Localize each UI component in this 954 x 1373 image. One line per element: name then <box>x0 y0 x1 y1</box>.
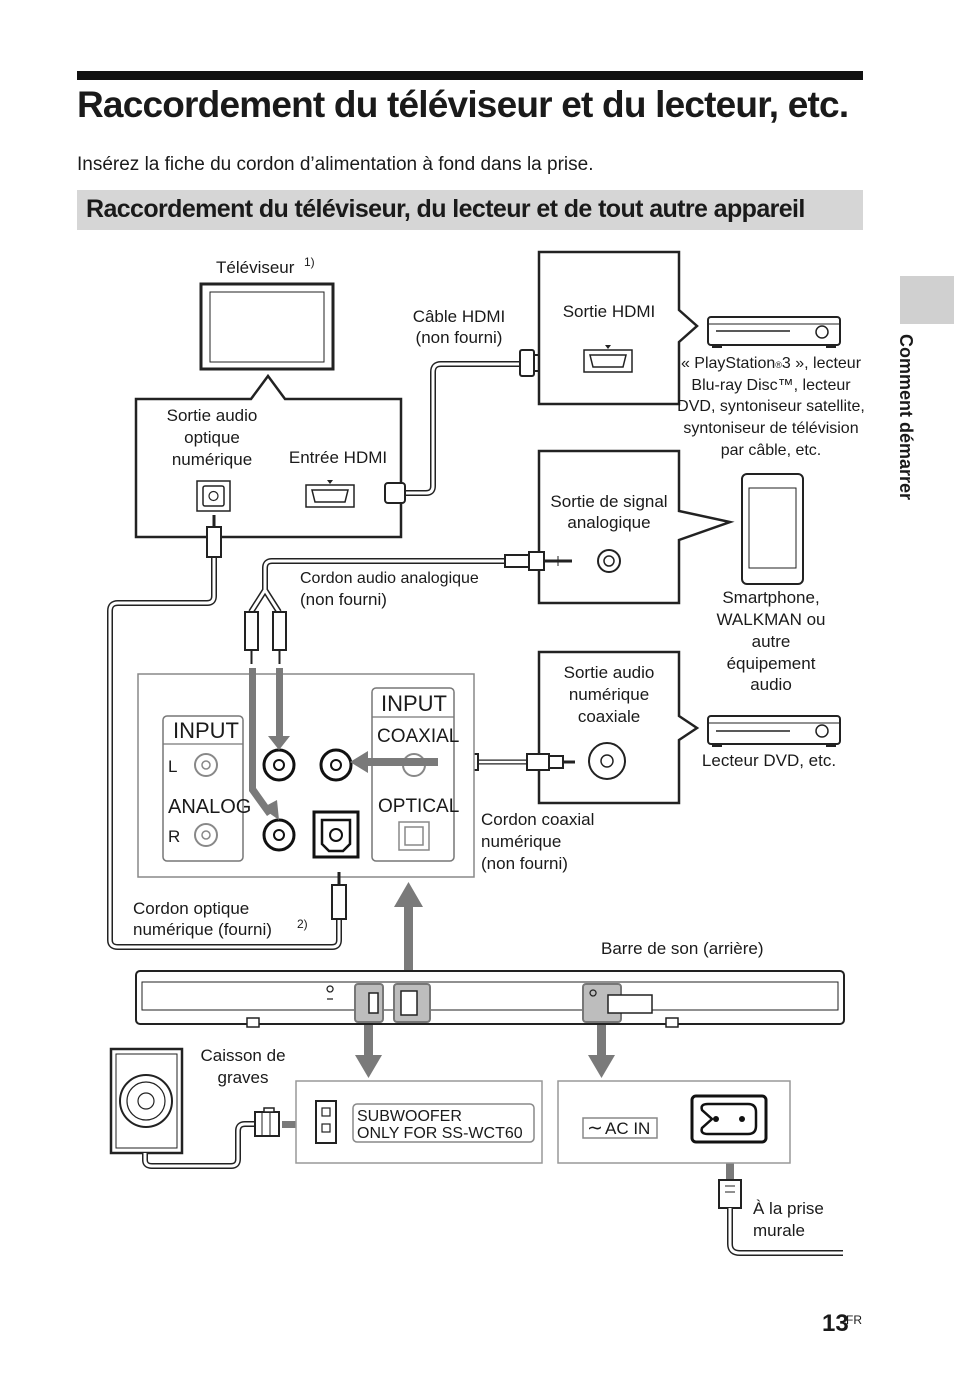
tv-hdmi-in-label: Entrée HDMI <box>289 448 387 467</box>
svg-text:WALKMAN ou: WALKMAN ou <box>717 610 826 629</box>
hdmi-port-icon <box>305 480 355 508</box>
player-hdmi-out-box <box>537 250 699 406</box>
tv-optical-out-2: optique <box>184 428 240 447</box>
optical-port-icon <box>196 480 231 512</box>
subwoofer-panel-text-2: ONLY FOR SS-WCT60 <box>357 1125 523 1142</box>
panel-analog-label: ANALOG <box>168 796 251 818</box>
panel-optical-label: OPTICAL <box>378 796 459 817</box>
ac-in-symbol: ∼ <box>587 1118 603 1139</box>
analog-out-box <box>537 449 735 605</box>
coax-out-label-1: Sortie audio <box>564 663 655 682</box>
analog-input-group <box>162 715 244 862</box>
analog-out-label-1: Sortie de signal <box>550 492 667 511</box>
optical-cord-note: 2) <box>297 917 308 931</box>
side-tab-label: Comment démarrer <box>896 334 916 501</box>
panel-coaxial-label: COAXIAL <box>377 726 459 747</box>
svg-text:syntoniseur de télévision: syntoniseur de télévision <box>683 420 858 437</box>
tv-label: Téléviseur <box>216 258 295 277</box>
hdmi-out-label: Sortie HDMI <box>563 302 656 321</box>
hdmi-cable-label-2: (non fourni) <box>416 328 503 347</box>
ac-socket-icon <box>690 1094 768 1144</box>
intro-text: Insérez la fiche du cordon d’alimentatio… <box>77 154 594 175</box>
tv-optical-out-1: Sortie audio <box>167 406 258 425</box>
subwoofer-caption-2: graves <box>217 1068 268 1087</box>
subwoofer-plug <box>254 1107 280 1137</box>
svg-text:Smartphone,: Smartphone, <box>722 588 819 607</box>
svg-text:autre: autre <box>752 632 791 651</box>
section-title: Raccordement du téléviseur, du lecteur e… <box>86 195 805 223</box>
wall-outlet-label-1: À la prise <box>753 1199 824 1218</box>
coax-cord-label-2: numérique <box>481 832 561 851</box>
smartphone-icon <box>741 473 804 585</box>
subwoofer-panel-text-1: SUBWOOFER <box>357 1108 462 1125</box>
power-plug <box>718 1179 742 1209</box>
subwoofer-icon <box>109 1047 184 1155</box>
tv-icon <box>199 282 335 371</box>
connection-arrows <box>249 668 740 1180</box>
soundbar-rear-view <box>135 970 845 1028</box>
hdmi-plug-tv <box>384 482 406 504</box>
player-caption: « PlayStation®3 », lecteur Blu-ray Disc™… <box>677 355 865 459</box>
svg-text:équipement: équipement <box>727 654 816 673</box>
dvd-caption: Lecteur DVD, etc. <box>702 751 836 770</box>
coax-out-label-3: coaxiale <box>578 707 640 726</box>
coax-out-label-2: numérique <box>569 685 649 704</box>
minijack-plug <box>504 551 572 571</box>
analog-cord-label-2: (non fourni) <box>300 590 387 609</box>
analog-jack-icon <box>597 549 621 573</box>
hdmi-plug-player <box>519 349 535 377</box>
title-rule <box>77 71 863 80</box>
svg-text:par câble, etc.: par câble, etc. <box>721 442 822 459</box>
coax-plug-right <box>526 753 575 771</box>
rca-plugs <box>244 611 287 664</box>
page-number: 13 <box>822 1310 849 1337</box>
analog-out-label-2: analogique <box>567 513 650 532</box>
wall-outlet-label-2: murale <box>753 1221 805 1240</box>
svg-text:DVD, syntoniseur satellite,: DVD, syntoniseur satellite, <box>677 398 865 415</box>
smartphone-caption: Smartphone, WALKMAN ou autre équipement … <box>717 588 826 694</box>
optical-plug-soundbar <box>331 872 347 920</box>
section-heading-bar <box>77 190 863 230</box>
optical-cord-label-2: numérique (fourni) <box>133 920 272 939</box>
analog-cord-label-1: Cordon audio analogique <box>300 570 479 587</box>
tv-note: 1) <box>304 255 315 269</box>
coax-out-box <box>537 650 700 805</box>
optical-plug-tv <box>206 515 222 558</box>
svg-text:« PlayStation®3 », lecteur: « PlayStation®3 », lecteur <box>681 355 862 372</box>
panel-input-left: INPUT <box>173 718 239 743</box>
page-title: Raccordement du téléviseur et du lecteur… <box>77 84 849 125</box>
ac-in-label: AC IN <box>605 1119 650 1138</box>
coax-jack-icon <box>588 742 626 780</box>
hdmi-cable-label-1: Câble HDMI <box>413 307 506 326</box>
coax-cord-label-1: Cordon coaxial <box>481 810 594 829</box>
hdmi-out-port-icon <box>583 345 633 373</box>
player-device-icon <box>707 316 841 348</box>
dvd-device-icon <box>707 715 841 747</box>
coax-cord-label-3: (non fourni) <box>481 854 568 873</box>
tv-optical-out-3: numérique <box>172 450 252 469</box>
panel-input-right: INPUT <box>381 691 447 716</box>
page-suffix: FR <box>846 1313 862 1327</box>
svg-text:Blu-ray Disc™, lecteur: Blu-ray Disc™, lecteur <box>691 377 851 394</box>
soundbar-caption: Barre de son (arrière) <box>601 939 764 958</box>
panel-r-label: R <box>168 827 180 846</box>
side-tab-marker <box>900 276 954 324</box>
subwoofer-caption-1: Caisson de <box>200 1046 285 1065</box>
optical-cord-label-1: Cordon optique <box>133 899 249 918</box>
svg-text:audio: audio <box>750 675 792 694</box>
panel-l-label: L <box>168 757 177 776</box>
